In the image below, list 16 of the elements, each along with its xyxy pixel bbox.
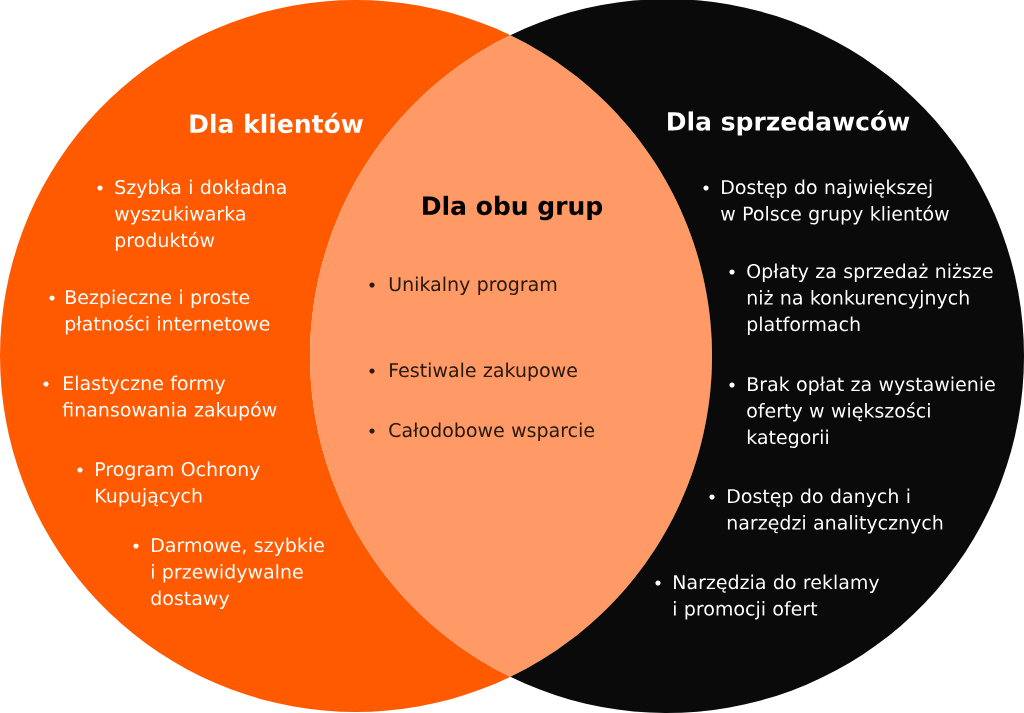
bullet-text: Brak opłat za wystawienie oferty w większości kategorii — [747, 376, 995, 448]
heading: Dla klientów — [190, 112, 363, 134]
heading: Dla sprzedawców — [668, 110, 910, 136]
bullet-text: Bezpieczne i proste płatności internetowe — [65, 289, 270, 335]
bullet-text: Dostęp do największej w Polsce grupy klientów — [721, 179, 949, 225]
bullet-text: Program Ochrony Kupujących — [96, 461, 260, 507]
bullet-text: Elastyczne formy finansowania zakupów — [62, 375, 277, 421]
bullet-text: Szybka i dokładna wyszukiwarka produktów — [115, 179, 286, 251]
bullet-text: Całodobowe wsparcie — [389, 422, 595, 441]
bullet-text: Narzędzia do reklamy i promocji ofert — [674, 574, 880, 620]
bullet-text: Festiwale zakupowe — [390, 362, 577, 381]
bullet-text: Dostęp do danych i narzędzi analitycznych — [727, 488, 943, 534]
heading: Dla obu grup — [423, 195, 603, 221]
bullet-text: Unikalny program — [389, 276, 557, 295]
bullet-text: Opłaty za sprzedaż niższe niż na konkurencyjnych platformach — [747, 263, 993, 335]
bullet-text: Darmowe, szybkie i przewidywalne dostawy — [151, 537, 324, 609]
